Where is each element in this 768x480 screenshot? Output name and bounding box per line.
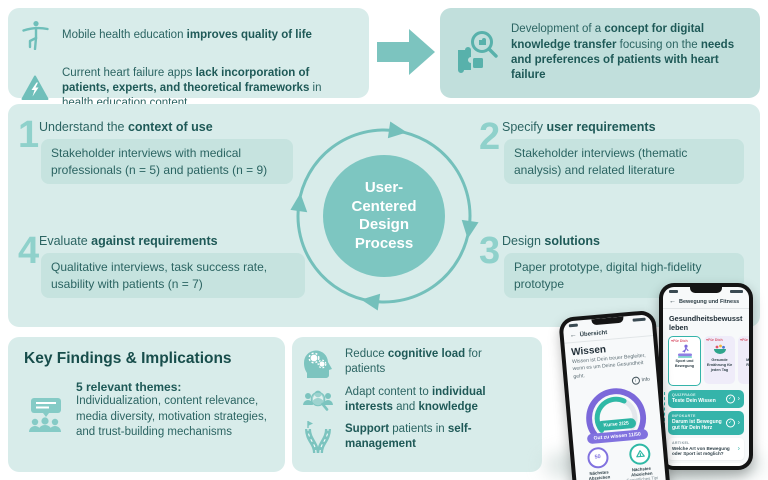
topic-cards-row: Für Dich Sport und Bewegung Für Dich <box>663 336 749 386</box>
treadmill-runner-icon <box>671 343 698 359</box>
back-button[interactable]: Bewegung und Fitness <box>663 296 749 309</box>
check-circle-icon <box>725 418 735 427</box>
topic-card-ernaehrung[interactable]: Für Dich Gesunde Ernährung für jeden Tag <box>704 336 735 384</box>
arrow-right-icon <box>377 29 435 80</box>
chevron-right-icon <box>738 445 740 452</box>
badge-infos: 50 Nächstes Abzeichen 50 Infos gelesen <box>577 445 620 480</box>
info-icon <box>631 376 640 385</box>
status-bar <box>663 287 749 296</box>
badge-circle-50: 50 <box>586 446 610 470</box>
step-1-number: 1 <box>18 114 40 156</box>
chevron-right-icon <box>738 419 740 426</box>
cycle-arrows-icon <box>290 121 479 311</box>
quiz-row[interactable]: QUIZFRAGE Teste Dein Wissen <box>668 390 744 408</box>
step-2-detail: Stakeholder interviews (thematic analysi… <box>504 139 744 185</box>
warning-lightning-icon <box>20 75 50 101</box>
balance-person-icon <box>20 20 50 51</box>
step-3-number: 3 <box>479 230 501 272</box>
step-4-number: 4 <box>18 230 40 272</box>
implication-text-3: Support patients in self-management <box>345 423 472 451</box>
badges-row: 50 Nächstes Abzeichen 50 Infos gelesen N… <box>573 437 665 480</box>
heart-tag: Für Dich <box>706 338 733 342</box>
step-4-detail: Qualitative interviews, task success rat… <box>41 253 305 299</box>
tent-icon <box>628 442 652 466</box>
goal-text: Development of a concept for digital kno… <box>511 23 735 82</box>
badge-tipi: Nächstes Abzeichen Gemütliches Tipi <box>619 442 662 480</box>
salad-bowl-icon <box>706 342 733 358</box>
step-1-heading: Understand the context of use <box>39 120 213 134</box>
themes-count: 5 relevant themes: <box>76 380 182 394</box>
goal-box: Development of a concept for digital kno… <box>440 8 760 98</box>
process-circle-label: User- Centered Design Process <box>351 179 417 252</box>
back-arrow-icon <box>569 332 577 340</box>
article-row[interactable]: ARTIKEL Das richtige Maß an Bewegung <box>668 462 744 466</box>
topic-card-relaxen[interactable]: Für Dich Mit Herz Relaxen <box>738 336 749 384</box>
phone-notch <box>690 287 722 293</box>
head-gears-icon <box>302 345 334 379</box>
implication-item: Support patients in self-management <box>302 421 532 454</box>
people-magnifier-icon <box>302 386 334 414</box>
heart-tag: Für Dich <box>740 338 749 342</box>
step-2-heading: Specify user requirements <box>502 120 656 134</box>
progress-gauge: Kurse 2/25 Gut zu wissen 11/50 <box>572 384 658 445</box>
step-1-detail: Stakeholder interviews with medical prof… <box>41 139 293 185</box>
screen-title: Gesundheitsbewusst leben <box>669 314 743 332</box>
forked-path-icon <box>302 421 334 454</box>
content-list: QUIZFRAGE Teste Dein Wissen INFOKARTE Da… <box>663 386 749 466</box>
problem-item: Mobile health education improves quality… <box>20 16 357 54</box>
implication-item: Adapt content to individual interests an… <box>302 385 532 415</box>
puzzle-magnifier-icon <box>452 28 498 79</box>
phone-mockup-wissen: Übersicht Wissen Wissen ist Dein treuer … <box>558 309 673 480</box>
relax-icon <box>740 342 749 358</box>
step-3-heading: Design solutions <box>502 234 600 248</box>
article-row[interactable]: ARTIKEL Welche Art von Bewegung oder Spo… <box>668 437 744 461</box>
back-arrow-icon <box>669 298 676 305</box>
implication-text-2: Adapt content to individual interests an… <box>345 386 486 414</box>
process-cycle: User- Centered Design Process <box>289 121 479 311</box>
process-box: 1 Understand the context of use Stakehol… <box>8 104 760 327</box>
implications-box: Reduce cognitive load for patients Adapt… <box>292 337 542 472</box>
chevron-right-icon <box>738 395 740 402</box>
check-circle-icon <box>725 394 735 404</box>
phone-screen: Übersicht Wissen Wissen ist Dein treuer … <box>562 314 669 480</box>
topic-card-sport[interactable]: Für Dich Sport und Bewegung <box>668 336 701 386</box>
problem-text-1: Mobile health education improves quality… <box>62 28 312 41</box>
step-2-number: 2 <box>479 116 501 158</box>
presentation-audience-icon <box>24 394 66 434</box>
heart-tag: Für Dich <box>671 339 698 343</box>
timeline-dashes <box>664 392 665 426</box>
key-findings-title: Key Findings & Implications <box>24 350 232 367</box>
problem-box: Mobile health education improves quality… <box>8 8 369 109</box>
phone-screen: Bewegung und Fitness Gesundheitsbewusst … <box>663 287 749 466</box>
step-4-heading: Evaluate against requirements <box>39 234 218 248</box>
themes-text: Individualization, content relevance, me… <box>76 395 267 439</box>
implication-text-1: Reduce cognitive load for patients <box>345 347 482 375</box>
key-findings-box: Key Findings & Implications 5 relevant <box>8 337 285 472</box>
implication-item: Reduce cognitive load for patients <box>302 345 532 379</box>
infocard-row[interactable]: INFOKARTE Darum ist Bewegung gut für Dei… <box>668 410 744 435</box>
phone-mockup-leben: Bewegung und Fitness Gesundheitsbewusst … <box>659 283 753 470</box>
